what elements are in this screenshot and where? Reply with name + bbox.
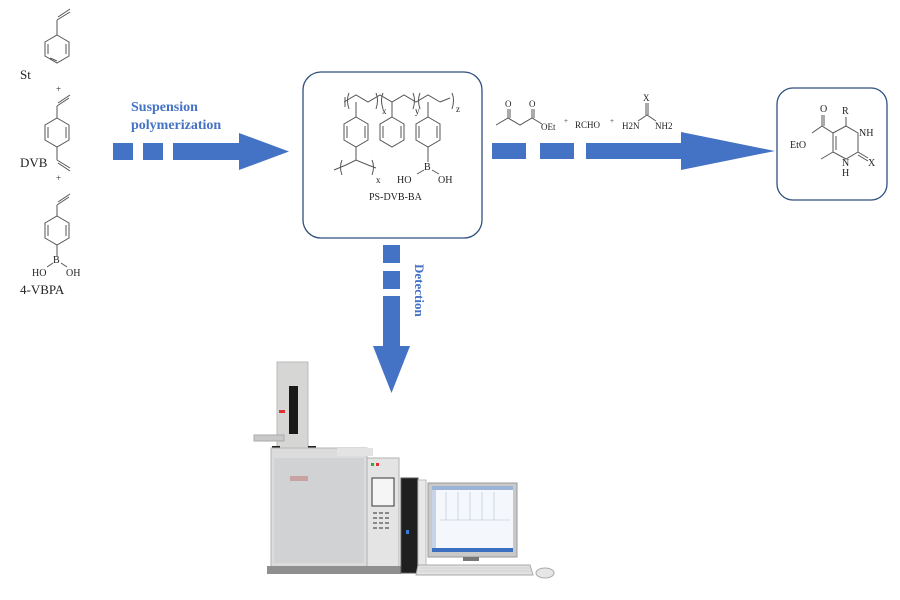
vbpa-boron: B [53,255,60,266]
product-eto: EtO [790,140,806,151]
polymer-boron: B [424,162,431,173]
dvb-structure [44,94,71,172]
ester-oet: OEt [541,122,556,132]
arrow-dash-1 [383,245,400,263]
suspension-label-line1: Suspension [131,100,198,115]
arrow-dash-1 [492,143,526,159]
product-x: X [868,158,876,169]
polymer-sub-z: z [456,104,460,114]
gas-chromatograph-illustration [253,361,555,579]
arrow-dash-2 [383,271,400,289]
dvb-label: DVB [20,155,48,170]
arrow-dash-2 [540,143,574,159]
polymer-oh: OH [438,175,452,186]
styrene-structure [44,8,71,64]
arrow-dash-1 [113,143,133,160]
product-nh-top: NH [859,128,873,139]
arrow-head [681,132,775,170]
vbpa-structure [44,193,71,268]
urea-nh2: NH2 [655,121,673,131]
arrow-shaft [173,143,239,160]
monitor-screen [432,486,513,552]
plus-sign-1: + [56,84,61,94]
polymer-sub-x: x [382,106,387,116]
urea-structure [637,103,657,122]
vbpa-label: 4-VBPA [20,282,65,297]
vbpa-ho: HO [32,268,46,279]
reaction-arrow [492,132,775,170]
polymer-box [302,71,483,239]
detection-arrow [373,245,410,393]
dihydropyrimidinone-structure [811,115,869,162]
pc-tower [400,477,419,574]
ethyl-acetoacetate-structure [495,109,543,126]
display-screen [371,477,395,507]
vbpa-oh: OH [66,268,80,279]
polymer-structure [333,92,454,176]
reaction-plus-1: + [564,117,568,125]
polymer-name: PS-DVB-BA [369,192,423,203]
polymer-sub-x2: x [376,175,381,185]
plus-sign-2: + [56,173,61,183]
reaction-plus-2: + [610,117,614,125]
styrene-label: St [20,67,31,82]
product-o: O [820,104,827,115]
detection-label: Detection [412,264,427,317]
ester-o2: O [529,99,536,109]
mouse [535,567,555,579]
arrow-head [239,133,289,170]
product-n-bottom: N [842,158,849,169]
arrow-head [373,346,410,393]
polymer-sub-y: y [415,106,420,116]
product-box [776,87,888,201]
suspension-arrow [113,133,289,170]
aldehyde-label: RCHO [575,120,601,130]
arrow-shaft [383,296,400,346]
arrow-shaft [586,143,681,159]
urea-h2n: H2N [622,121,640,131]
polymer-ho: HO [397,175,411,186]
urea-x: X [643,93,650,103]
sample-tray [253,434,285,442]
gc-base [267,566,401,574]
keyboard [415,564,534,576]
product-h-bottom: H [842,168,849,179]
suspension-label-line2: polymerization [131,118,221,133]
ester-o1: O [505,99,512,109]
product-r: R [842,106,849,117]
arrow-dash-2 [143,143,163,160]
